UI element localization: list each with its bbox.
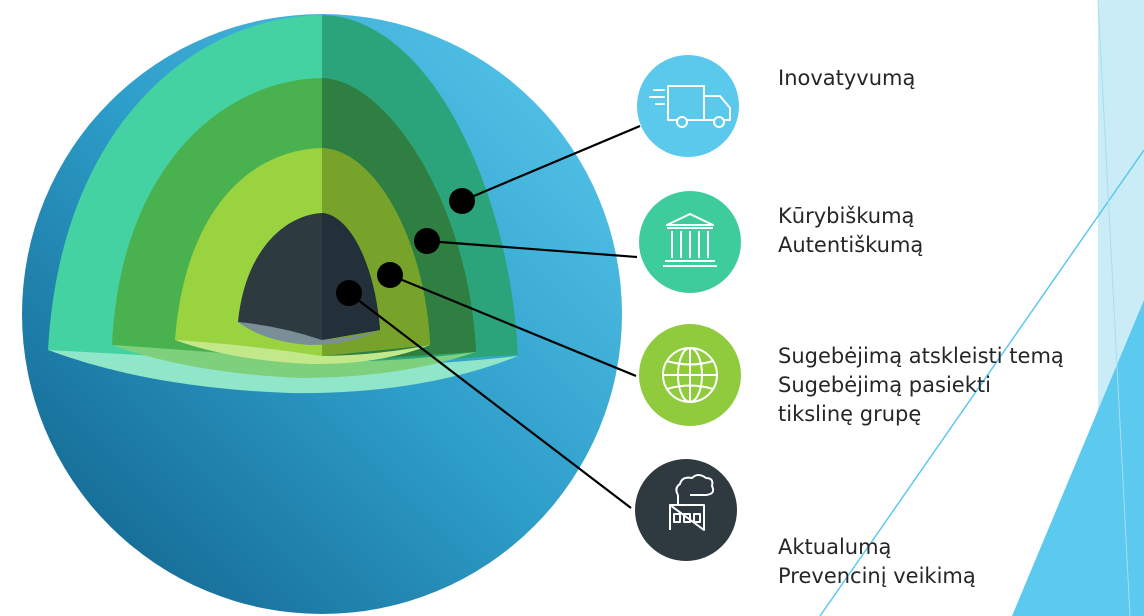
connector-line-1 xyxy=(461,124,641,203)
decorative-background-shapes xyxy=(819,0,1144,616)
floor-ring-3 xyxy=(175,340,430,365)
globe-icon xyxy=(639,324,741,426)
floor-ring-4 xyxy=(238,322,380,345)
label-line: Sugebėjimą atskleisti temą xyxy=(778,344,1064,368)
layer-label-relevance: Aktualumą Prevencinį veikimą xyxy=(778,533,976,591)
label-line: Aktualumą xyxy=(778,535,892,559)
layered-sphere xyxy=(22,14,622,614)
truck-icon xyxy=(637,55,739,157)
factory-icon xyxy=(635,459,737,561)
connector-dot-4 xyxy=(336,280,362,306)
label-line: Sugebėjimą pasiekti xyxy=(778,373,991,397)
bank-building-icon xyxy=(639,191,741,293)
connector-dot-3 xyxy=(377,262,403,288)
label-line: Autentiškumą xyxy=(778,233,924,257)
connector-dot-1 xyxy=(449,188,475,214)
connector-dots xyxy=(336,188,475,306)
connector-lines xyxy=(348,124,641,509)
label-line: Inovatyvumą xyxy=(778,66,916,90)
layer-label-creativity: Kūrybiškumą Autentiškumą xyxy=(778,202,923,260)
layer-label-innovation: Inovatyvumą xyxy=(778,64,915,93)
connector-line-4 xyxy=(348,292,632,509)
label-line: tikslinę grupę xyxy=(778,402,922,426)
label-line: Kūrybiškumą xyxy=(778,204,915,228)
layer-4-core-right xyxy=(322,213,380,340)
label-line: Prevencinį veikimą xyxy=(778,564,976,588)
connector-line-3 xyxy=(389,273,637,378)
connector-line-2 xyxy=(426,239,638,259)
connector-dot-2 xyxy=(414,228,440,254)
layer-label-ability: Sugebėjimą atskleisti temą Sugebėjimą pa… xyxy=(778,342,1064,429)
